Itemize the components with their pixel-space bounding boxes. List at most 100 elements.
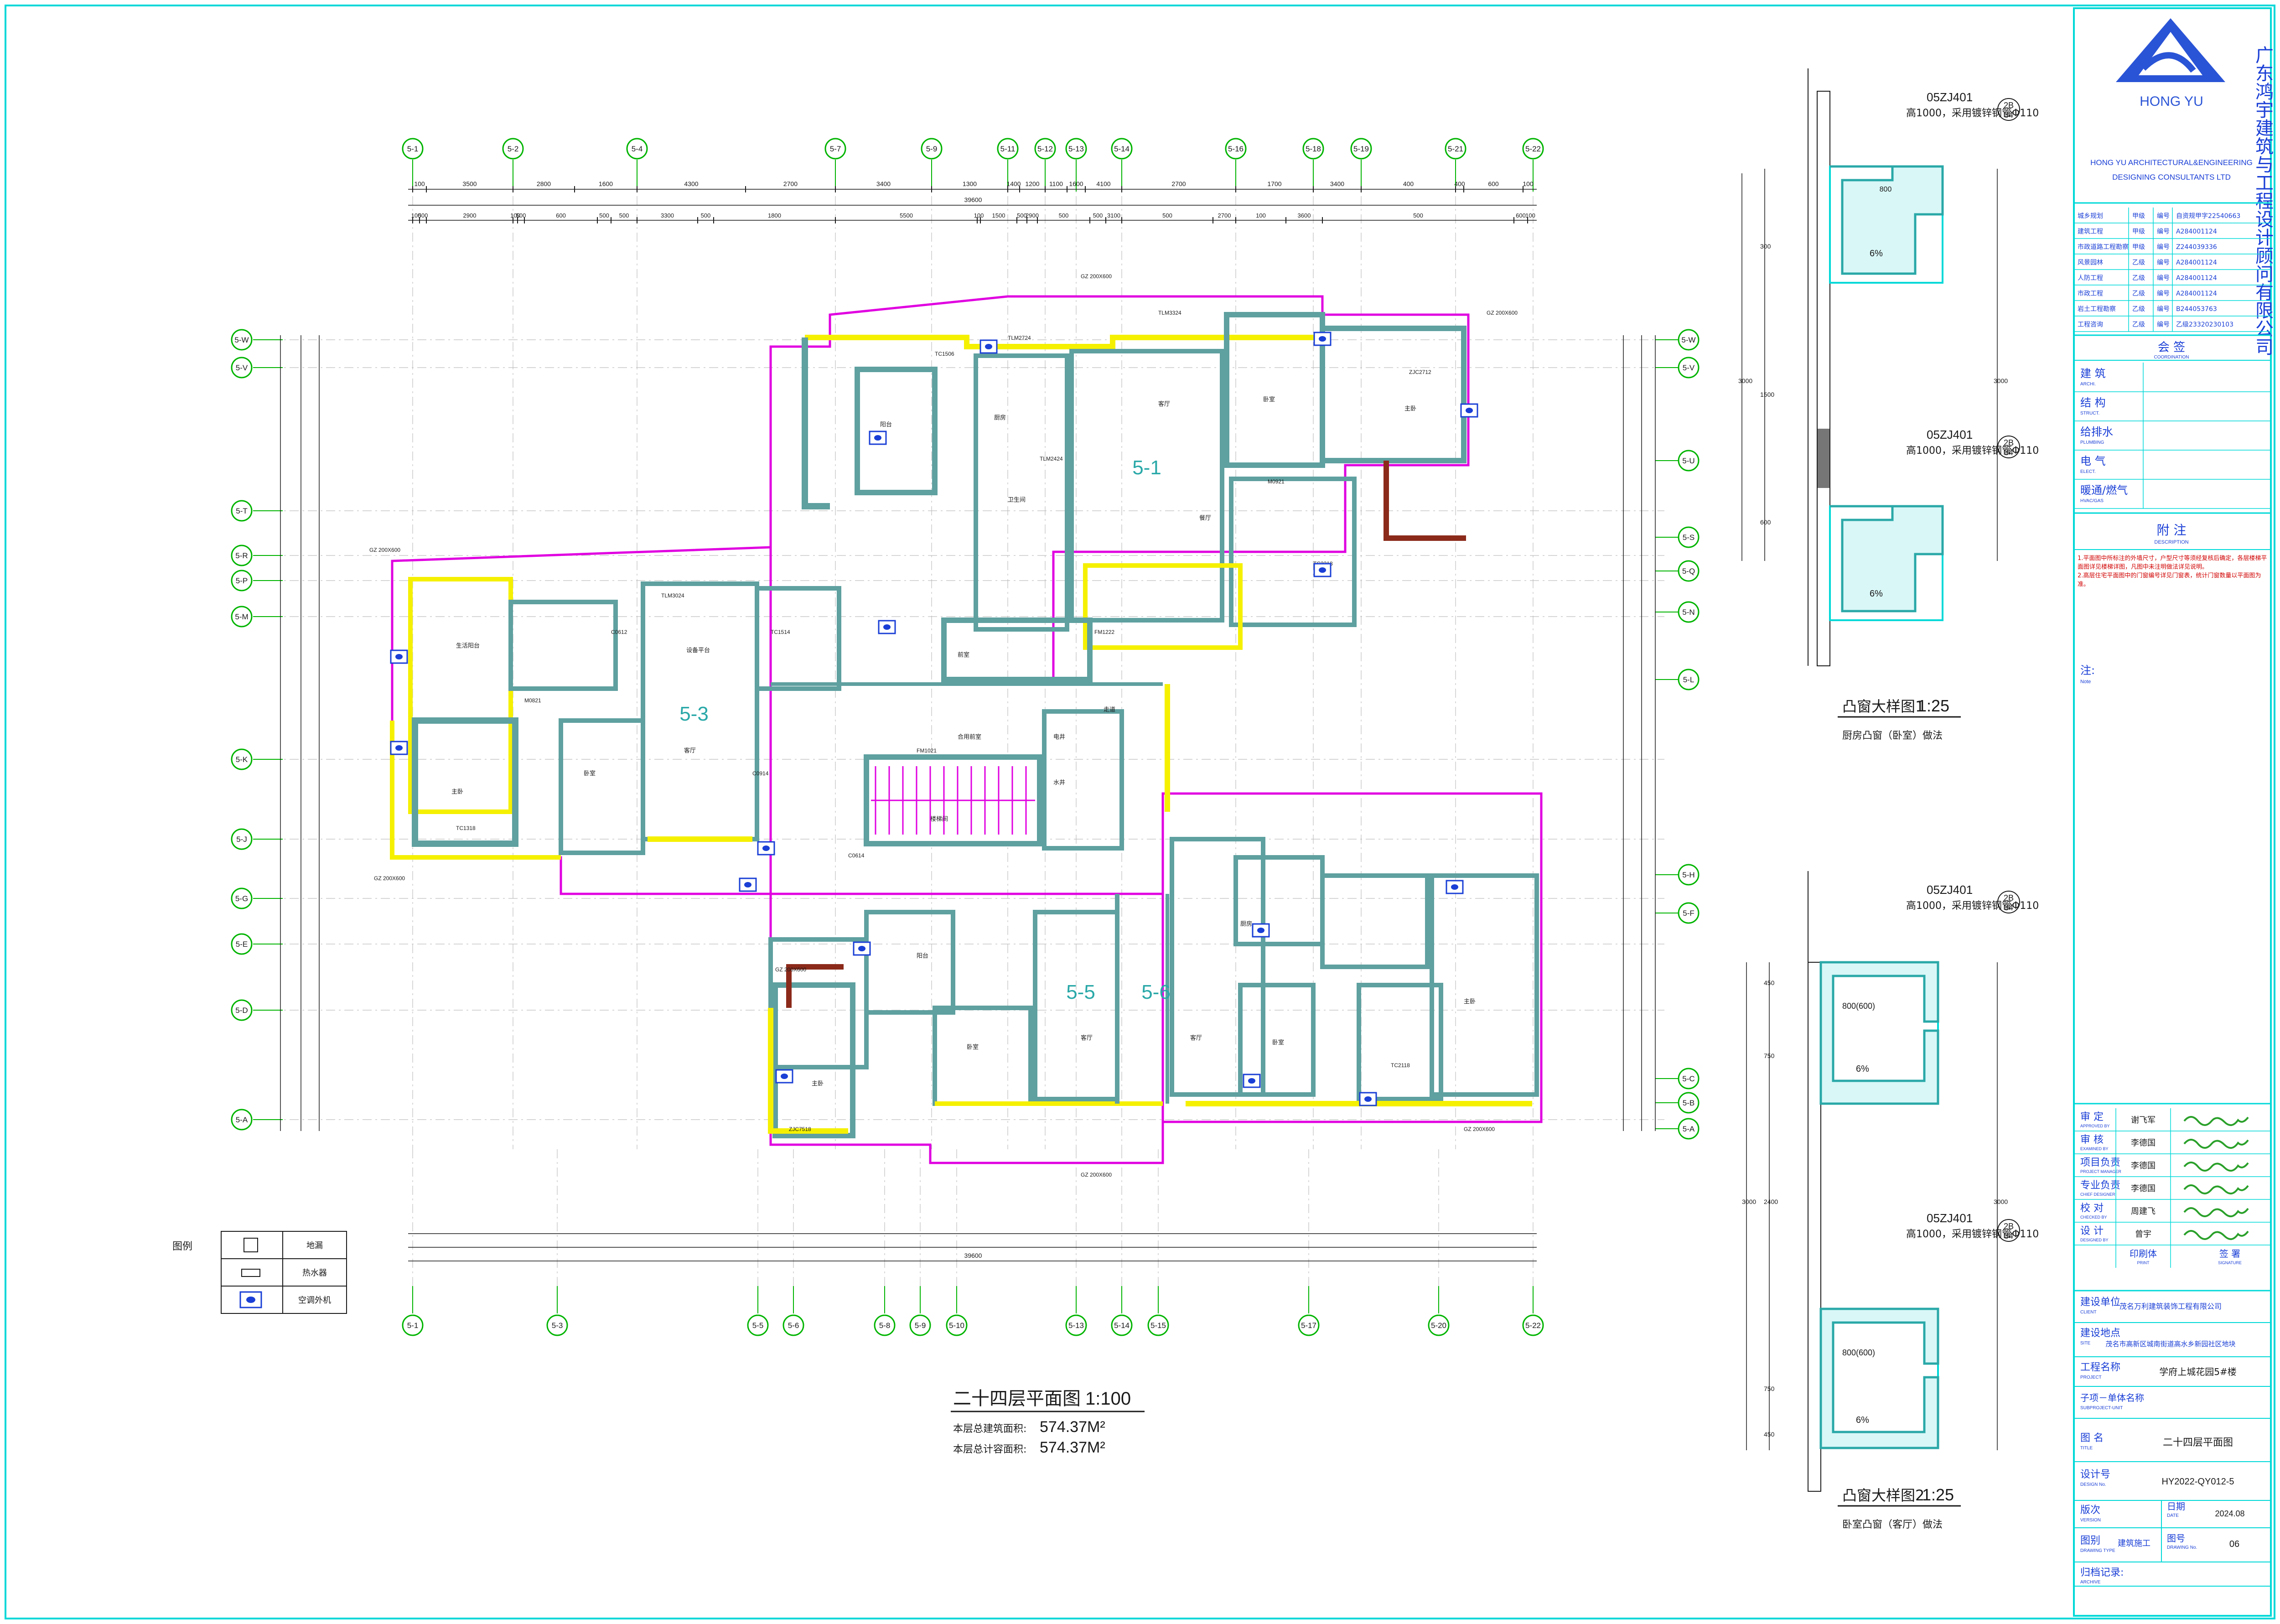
dimension-text: 1600 xyxy=(1069,180,1083,187)
detail-dim: 3000 xyxy=(1994,1198,2008,1205)
room-label: 生活阳台 xyxy=(456,643,480,649)
detail-dim: 750 xyxy=(1764,1052,1775,1059)
dimension-text: 3600 xyxy=(1298,212,1311,219)
axis-bubble-top xyxy=(502,138,524,160)
detail-dim: 600 xyxy=(1760,519,1771,526)
axis-bubble-top-label: 5-13 xyxy=(1068,145,1084,153)
unit-label: 5-1 xyxy=(1132,457,1161,479)
countersign-discipline: 建 筑 xyxy=(2080,367,2106,380)
countersign-discipline-en: STRUCT. xyxy=(2080,411,2099,416)
room-label: 主卧 xyxy=(1404,405,1416,412)
slope-label: 6% xyxy=(1856,1415,1869,1425)
subproject-label: 子项－单体名称 xyxy=(2080,1392,2144,1403)
detail-dim: 2400 xyxy=(1764,1198,1778,1205)
qualification-cell: 建筑工程 xyxy=(2078,228,2103,235)
axis-bubble-left-label: 5-P xyxy=(236,576,248,585)
axis-bubble-top-label: 5-1 xyxy=(407,145,419,153)
axis-bubble-right xyxy=(1678,864,1700,886)
project-label: 工程名称 xyxy=(2080,1362,2120,1373)
axis-bubble-left-label: 5-A xyxy=(236,1116,248,1124)
axis-bubble-right xyxy=(1678,669,1700,690)
plan-title-block: 二十四层平面图 1:100 本层总建筑面积: 574.37M² 本层总计容面积:… xyxy=(951,1388,1145,1456)
project-value: 学府上城花园5#楼 xyxy=(2159,1366,2236,1377)
axis-bubble-left xyxy=(231,748,253,770)
axis-bubble-bottom xyxy=(1147,1314,1169,1336)
door-tag: ZJC7518 xyxy=(789,1126,811,1132)
axis-bubble-top xyxy=(824,138,846,160)
dimension-text: 3300 xyxy=(661,212,674,219)
note-label: 注: xyxy=(2080,664,2095,677)
detail-title: 凸窗大样图1 xyxy=(1842,698,1924,715)
room-label: 设备平台 xyxy=(686,647,710,654)
legend: 图例 地漏 热水器 空调外机 xyxy=(172,1231,347,1314)
room-label: 厨房 xyxy=(994,414,1006,421)
approval-role-en: APPROVED BY xyxy=(2080,1124,2110,1128)
door-tag: TLM2724 xyxy=(1008,335,1031,341)
unit-labels: 5-1 5-3 5-5 5-6 xyxy=(679,457,1171,1003)
axis-bubble-top-label: 5-9 xyxy=(926,145,938,153)
approval-role: 审 定 xyxy=(2080,1111,2104,1123)
axis-grid xyxy=(253,160,1678,1313)
building-walls xyxy=(390,295,1543,1164)
axis-bubble-top xyxy=(1522,138,1544,160)
plan-title: 二十四层平面图 xyxy=(953,1388,1081,1409)
axis-bubble-left xyxy=(231,933,253,955)
dimension-text: 600 xyxy=(556,212,566,219)
axis-bubble-bottom-label: 5-3 xyxy=(552,1321,563,1330)
notes-box: 附 注 DESCRIPTION 1.平面图中所标注的外墙尺寸，户型尺寸等须经复核… xyxy=(2074,523,2271,685)
axis-bubble-right-label: 5-A xyxy=(1683,1125,1695,1133)
qualification-cell: 编号 xyxy=(2157,290,2170,297)
legend-item: 地漏 xyxy=(306,1241,323,1250)
plot-area-label: 本层总计容面积: xyxy=(953,1444,1026,1455)
ref-standard: 05ZJ401 xyxy=(1927,883,1973,897)
dimension-text: 2700 xyxy=(783,180,798,187)
qualification-cell: 自资规甲字22540663 xyxy=(2176,213,2240,220)
axis-bubble-left xyxy=(231,828,253,850)
axis-bubble-right-label: 5-H xyxy=(1682,871,1694,879)
archive-label: 归档记录: xyxy=(2080,1567,2124,1578)
room-label: 卧室 xyxy=(584,770,596,777)
detail-title: 凸窗大样图2 xyxy=(1842,1487,1924,1504)
dimension-text: 2800 xyxy=(537,180,551,187)
qualification-cell: 岩土工程勘察 xyxy=(2078,305,2116,313)
design-no-label-en: DESIGN No. xyxy=(2080,1482,2106,1487)
ref-bubble-bottom: 34 xyxy=(2004,110,2013,119)
countersign-title-en: COORDINATION xyxy=(2154,355,2189,360)
unit-label: 5-3 xyxy=(679,703,709,725)
room-label: 客厅 xyxy=(1158,400,1170,408)
print-label: 印刷体 xyxy=(2130,1248,2157,1259)
countersign-discipline: 给排水 xyxy=(2080,425,2113,438)
axis-bubble-bottom xyxy=(1522,1314,1544,1336)
room-label: 客厅 xyxy=(1081,1034,1093,1042)
legend-item: 空调外机 xyxy=(298,1296,331,1305)
plan-scale: 1:100 xyxy=(1085,1389,1131,1409)
dimension-text: 500 xyxy=(701,212,711,219)
ref-bubble-bottom: 34 xyxy=(2004,903,2013,912)
qualification-cell: 风景园林 xyxy=(2078,259,2103,266)
qualification-cell: A284001124 xyxy=(2176,290,2217,297)
slope-label: 6% xyxy=(1856,1064,1869,1074)
qualification-cell: 乙级 xyxy=(2132,321,2145,328)
drawing-title-value: 二十四层平面图 xyxy=(2163,1437,2233,1448)
door-tag: GZ 200X600 xyxy=(1487,310,1518,316)
dimension-text: 4100 xyxy=(1096,180,1110,187)
ac-units xyxy=(390,332,1478,1106)
qualification-cell: B244053763 xyxy=(2176,306,2217,313)
balcony-outline-north xyxy=(769,295,1470,685)
axis-bubble-bottom xyxy=(1428,1314,1450,1336)
axis-bubble-bottom xyxy=(946,1314,968,1336)
approval-role-en: EXAMINED BY xyxy=(2080,1147,2109,1151)
ref-bubble-top: 2B xyxy=(2004,1222,2014,1231)
axis-bubble-left-label: 5-J xyxy=(236,835,247,844)
axis-bubble-right xyxy=(1678,902,1700,924)
company-name-en-2: DESIGNING CONSULTANTS LTD xyxy=(2112,173,2231,182)
ac-unit-symbol xyxy=(239,1291,262,1308)
qualification-cell: 人防工程 xyxy=(2078,275,2103,282)
axis-bubble-bottom xyxy=(546,1314,568,1336)
axis-bubble-right xyxy=(1678,1092,1700,1114)
plot-area-value: 574.37M² xyxy=(1040,1439,1105,1456)
room-label: 客厅 xyxy=(684,747,696,754)
overall-dimension: 39600 xyxy=(964,1252,982,1259)
dimension-text: 100 xyxy=(411,212,421,219)
door-tag: GZ 200X600 xyxy=(1081,1172,1112,1178)
